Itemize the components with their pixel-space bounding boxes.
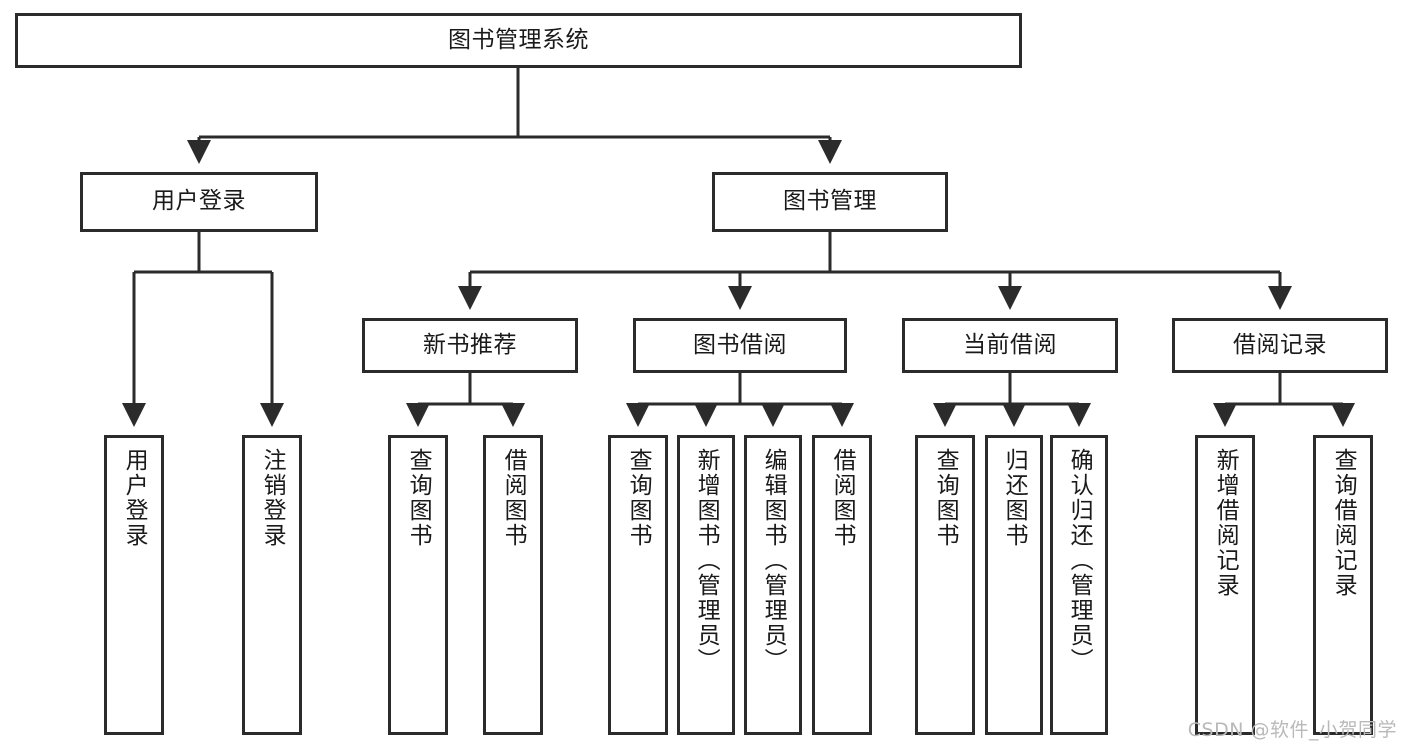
leaf-borrow-book-recommend[interactable]: 借阅图书 — [483, 435, 543, 735]
leaf-confirm-return-label: 确认归还（管理员） — [1066, 448, 1093, 673]
node-new-book-recommend-label: 新书推荐 — [423, 331, 517, 358]
node-user-login[interactable]: 用户登录 — [80, 172, 318, 232]
node-current-borrow-label: 当前借阅 — [963, 331, 1057, 358]
node-new-book-recommend[interactable]: 新书推荐 — [362, 318, 578, 373]
leaf-return-book[interactable]: 归还图书 — [985, 435, 1043, 735]
leaf-user-login[interactable]: 用户登录 — [104, 435, 164, 735]
node-borrow-record[interactable]: 借阅记录 — [1172, 318, 1388, 373]
leaf-confirm-return[interactable]: 确认归还（管理员） — [1050, 435, 1108, 735]
leaf-add-book[interactable]: 新增图书（管理员） — [677, 435, 735, 735]
leaf-query-book-borrow-label: 查询图书 — [625, 448, 652, 548]
leaf-borrow-book-recommend-label: 借阅图书 — [500, 448, 527, 548]
leaf-query-book-recommend-label: 查询图书 — [405, 448, 432, 548]
leaf-user-login-label: 用户登录 — [121, 448, 148, 548]
leaf-add-borrow-record[interactable]: 新增借阅记录 — [1195, 435, 1255, 735]
leaf-user-logout-label: 注销登录 — [259, 448, 286, 548]
leaf-add-borrow-record-label: 新增借阅记录 — [1212, 448, 1239, 598]
node-root-label: 图书管理系统 — [448, 26, 589, 53]
leaf-add-book-label: 新增图书（管理员） — [693, 448, 720, 673]
node-current-borrow[interactable]: 当前借阅 — [902, 318, 1118, 373]
leaf-query-book-borrow[interactable]: 查询图书 — [608, 435, 668, 735]
node-user-login-label: 用户登录 — [152, 188, 246, 215]
node-book-borrow[interactable]: 图书借阅 — [633, 318, 847, 373]
node-borrow-record-label: 借阅记录 — [1233, 331, 1327, 358]
leaf-query-borrow-record-label: 查询借阅记录 — [1330, 448, 1357, 598]
node-book-borrow-label: 图书借阅 — [693, 331, 787, 358]
leaf-edit-book[interactable]: 编辑图书（管理员） — [744, 435, 802, 735]
leaf-borrow-book[interactable]: 借阅图书 — [812, 435, 872, 735]
node-book-manage-label: 图书管理 — [783, 188, 877, 215]
leaf-return-book-label: 归还图书 — [1001, 448, 1028, 548]
leaf-edit-book-label: 编辑图书（管理员） — [760, 448, 787, 673]
leaf-borrow-book-label: 借阅图书 — [829, 448, 856, 548]
node-book-manage[interactable]: 图书管理 — [712, 172, 948, 232]
leaf-query-borrow-record[interactable]: 查询借阅记录 — [1313, 435, 1373, 735]
leaf-user-logout[interactable]: 注销登录 — [242, 435, 302, 735]
leaf-query-book-recommend[interactable]: 查询图书 — [388, 435, 448, 735]
leaf-query-book-current-label: 查询图书 — [932, 448, 959, 548]
leaf-query-book-current[interactable]: 查询图书 — [915, 435, 975, 735]
node-root[interactable]: 图书管理系统 — [15, 13, 1022, 68]
